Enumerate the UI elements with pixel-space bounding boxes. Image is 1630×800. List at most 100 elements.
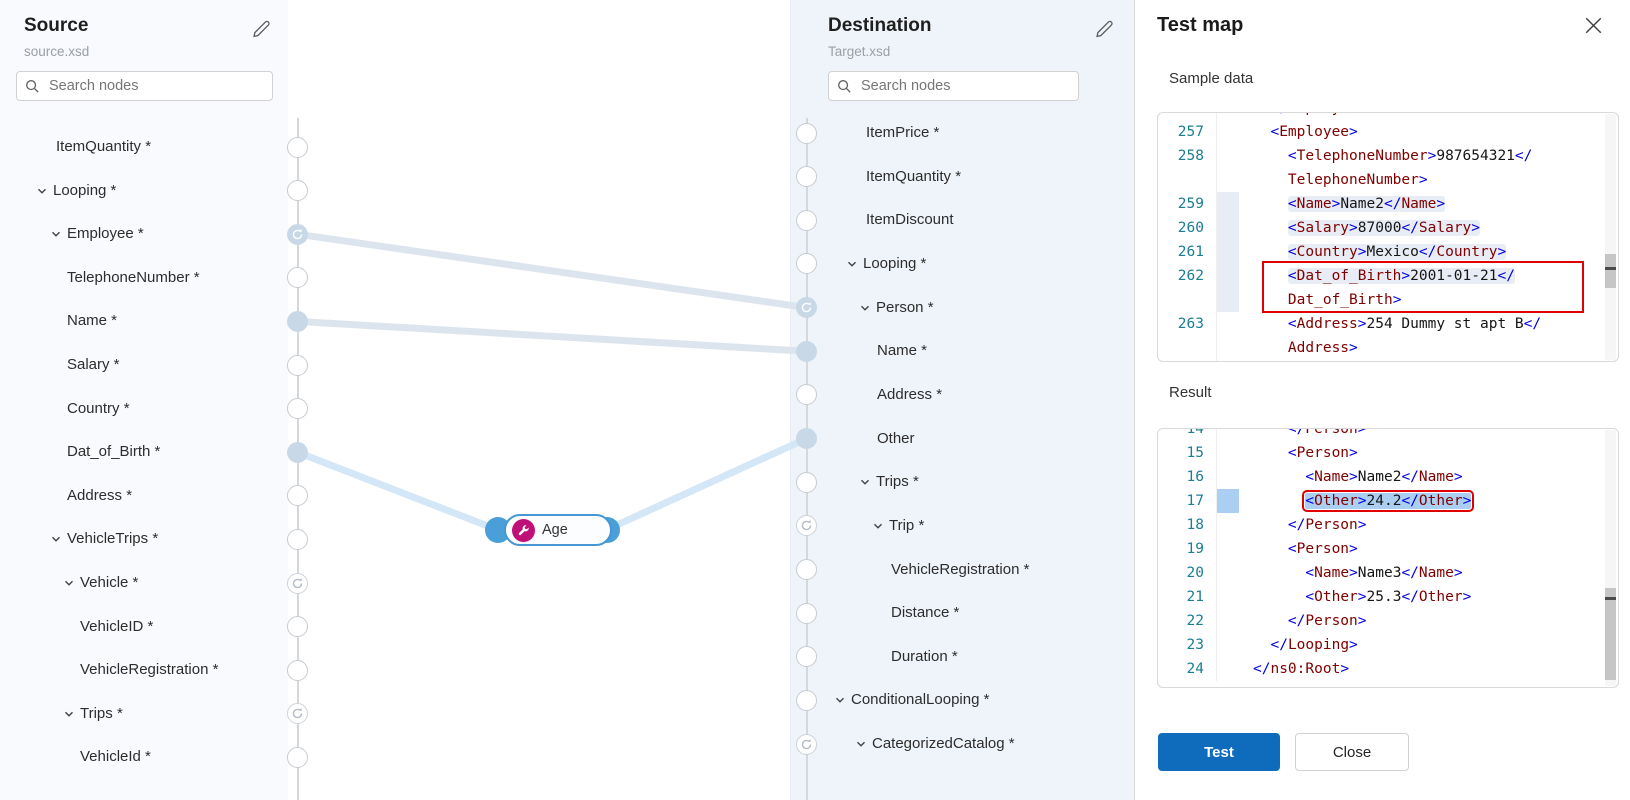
tree-node-label: Name * [67,312,118,330]
tree-node-label: Other [877,429,915,447]
connection-port[interactable] [796,166,817,188]
tree-node-telephonenumber[interactable]: TelephoneNumber * [67,267,200,289]
tree-node-trip[interactable]: Trip * [872,515,924,537]
chevron-down-icon[interactable] [50,228,62,240]
scrollbar-track[interactable] [1605,430,1616,686]
result-editor[interactable]: 14 </Person>15 <Person>16 <Name>Name2</N… [1157,428,1619,688]
tree-node-vehicleid[interactable]: VehicleID * [80,616,153,638]
tree-node-dat-of-birth[interactable]: Dat_of_Birth * [67,441,160,463]
tree-node-label: Person * [876,298,934,316]
tree-node-itemdiscount[interactable]: ItemDiscount [866,209,954,231]
code-line: 263 <Address>254 Dummy st apt B</ Addres… [1158,312,1618,360]
search-icon [25,79,40,94]
function-node-age[interactable]: Age [485,514,621,546]
tree-node-distance[interactable]: Distance * [891,602,959,624]
tree-node-salary[interactable]: Salary * [67,354,120,376]
chevron-down-icon[interactable] [859,476,871,488]
scrollbar-track[interactable] [1605,114,1616,360]
connection-port[interactable] [796,297,817,319]
tree-node-label: Trip * [889,516,925,534]
close-button[interactable]: Close [1295,733,1409,771]
tree-node-vehicleid[interactable]: VehicleId * [80,746,151,768]
connection-port[interactable] [796,384,817,406]
connection-port[interactable] [287,572,308,594]
chevron-down-icon[interactable] [63,577,75,589]
connection-port[interactable] [287,398,308,420]
source-panel-title: Source [24,15,89,36]
code-line: 258 <TelephoneNumber>987654321</ Telepho… [1158,144,1618,192]
connection-port[interactable] [287,354,308,376]
tree-node-looping[interactable]: Looping * [846,253,926,275]
connection-port[interactable] [796,471,817,493]
tree-node-other[interactable]: Other [877,428,915,450]
chevron-down-icon[interactable] [834,694,846,706]
tree-node-itemprice[interactable]: ItemPrice * [866,122,939,144]
function-pill[interactable]: Age [504,514,612,546]
connection-port[interactable] [287,310,308,332]
tree-node-label: Dat_of_Birth * [67,443,161,461]
edit-source-pencil-icon[interactable] [251,17,275,41]
tree-node-vehicleregistration[interactable]: VehicleRegistration * [891,559,1029,581]
tree-node-employee[interactable]: Employee * [50,223,144,245]
connection-port[interactable] [796,340,817,362]
tree-node-address[interactable]: Address * [67,485,132,507]
tree-node-trips[interactable]: Trips * [63,703,123,725]
connection-port[interactable] [796,733,817,755]
connection-port[interactable] [287,528,308,550]
tree-node-name[interactable]: Name * [877,340,927,362]
connection-port[interactable] [287,441,308,463]
chevron-down-icon[interactable] [872,520,884,532]
tree-node-looping[interactable]: Looping * [36,180,116,202]
code-line: 15 <Person> [1158,441,1618,465]
scrollbar-thumb[interactable] [1605,588,1616,680]
result-label: Result [1169,384,1212,401]
connection-port[interactable] [287,616,308,638]
tree-node-categorizedcatalog[interactable]: CategorizedCatalog * [855,733,1015,755]
chevron-down-icon[interactable] [63,708,75,720]
chevron-down-icon[interactable] [50,533,62,545]
chevron-down-icon[interactable] [855,738,867,750]
sample-data-editor[interactable]: </Employee>257 <Employee>258 <TelephoneN… [1157,112,1619,362]
tree-node-label: VehicleRegistration * [80,661,219,679]
connection-port[interactable] [796,689,817,711]
source-panel: Source source.xsd ItemQuantity *Looping … [0,0,288,800]
connection-port[interactable] [287,746,308,768]
connection-port[interactable] [287,223,308,245]
tree-node-label: VehicleRegistration * [891,560,1030,578]
connection-port[interactable] [796,602,817,624]
code-line: 261 <Country>Mexico</Country> [1158,240,1618,264]
connection-port[interactable] [287,703,308,725]
chevron-down-icon[interactable] [859,302,871,314]
tree-node-person[interactable]: Person * [859,297,934,319]
source-search-input[interactable] [47,77,264,95]
connection-port[interactable] [287,180,308,202]
connection-port[interactable] [287,485,308,507]
connection-port[interactable] [796,209,817,231]
tree-node-trips[interactable]: Trips * [859,471,919,493]
tree-node-itemquantity[interactable]: ItemQuantity * [56,136,151,158]
chevron-down-icon[interactable] [846,258,858,270]
tree-node-vehicle[interactable]: Vehicle * [63,572,138,594]
chevron-down-icon[interactable] [36,185,48,197]
edit-destination-pencil-icon[interactable] [1094,17,1118,41]
connection-port[interactable] [796,122,817,144]
tree-node-name[interactable]: Name * [67,310,117,332]
destination-search-input[interactable] [859,77,1070,95]
connection-port[interactable] [287,136,308,158]
tree-node-conditionallooping[interactable]: ConditionalLooping * [834,689,989,711]
connection-port[interactable] [796,559,817,580]
tree-node-duration[interactable]: Duration * [891,646,958,668]
scrollbar-thumb[interactable] [1605,254,1616,288]
connection-port[interactable] [796,646,817,668]
tree-node-vehicletrips[interactable]: VehicleTrips * [50,528,158,550]
tree-node-label: ConditionalLooping * [851,691,990,709]
tree-node-vehicleregistration[interactable]: VehicleRegistration * [80,659,218,681]
tree-node-itemquantity[interactable]: ItemQuantity * [866,166,961,188]
connection-port[interactable] [796,428,817,450]
tree-node-address[interactable]: Address * [877,384,942,406]
connection-port[interactable] [287,659,308,681]
close-icon[interactable] [1580,12,1606,38]
tree-node-country[interactable]: Country * [67,398,130,420]
test-button[interactable]: Test [1158,733,1280,771]
connection-port[interactable] [287,267,308,289]
